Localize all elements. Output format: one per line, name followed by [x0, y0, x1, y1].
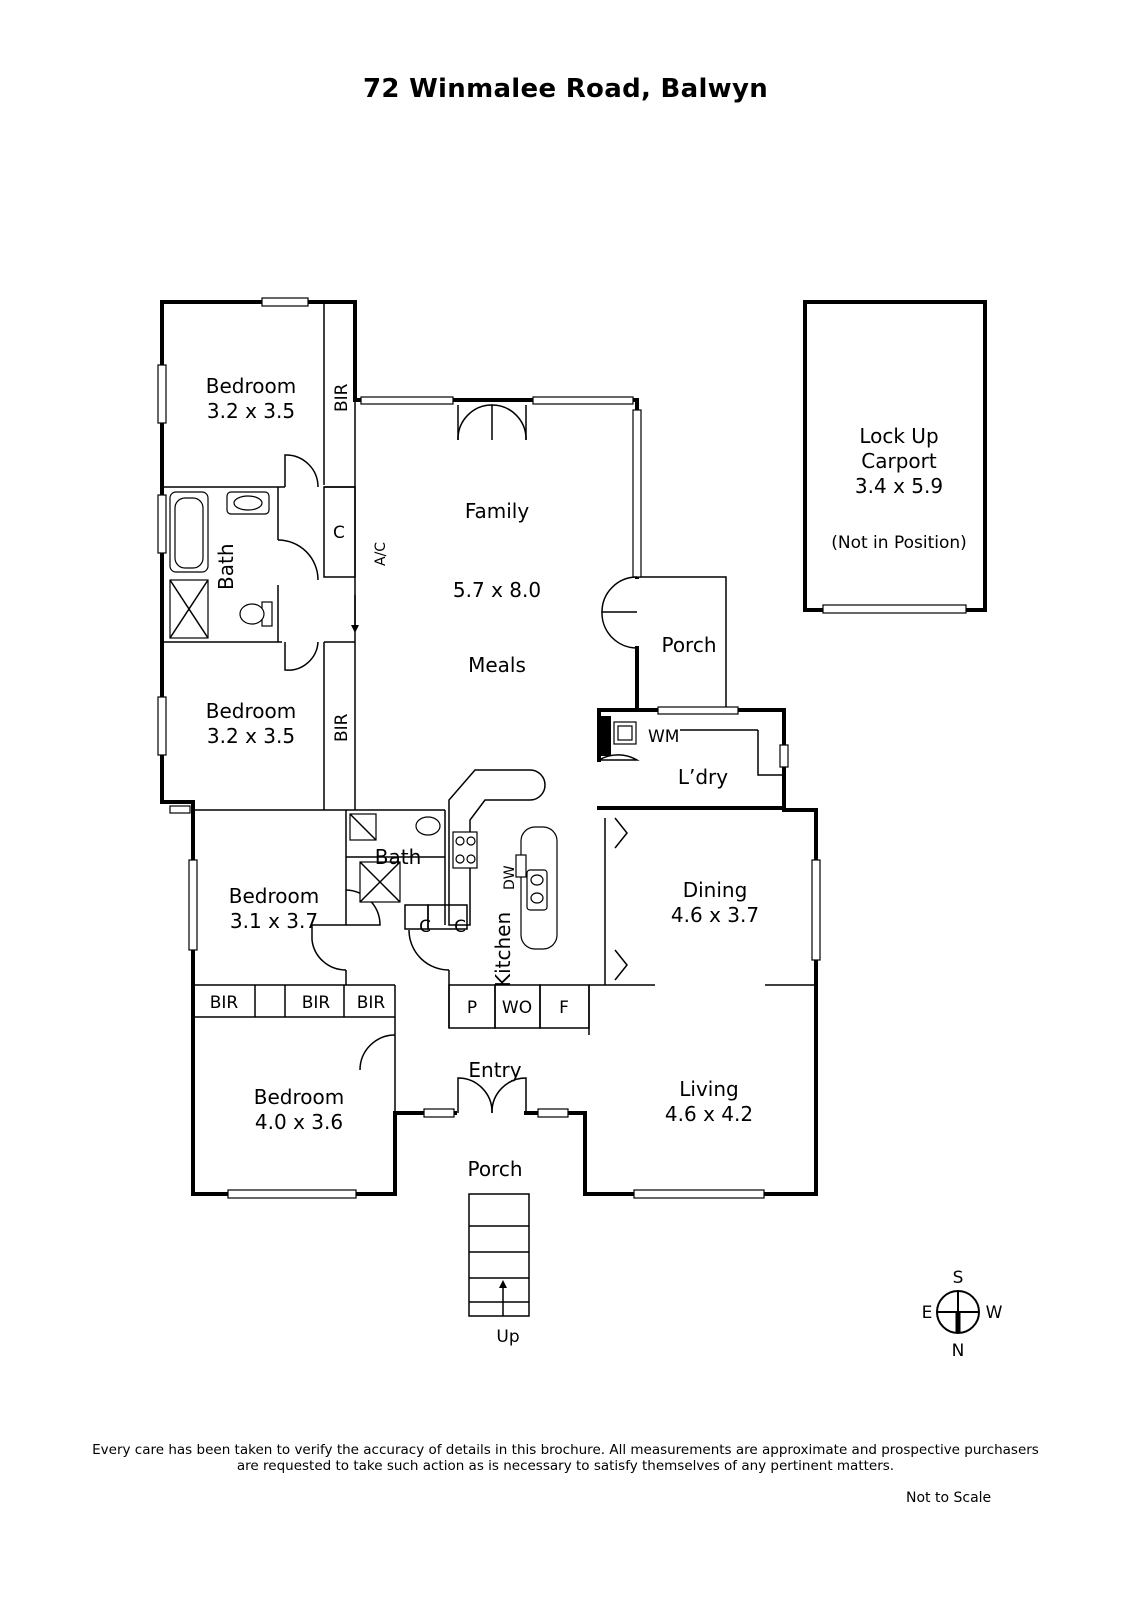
- carport-label-line1: Lock Up: [859, 424, 938, 448]
- dining-size: 4.6 x 3.7: [671, 903, 759, 927]
- bedroom3-size: 3.1 x 3.7: [230, 909, 318, 933]
- bir-label-1: BIR: [332, 383, 352, 412]
- aircon-label: A/C: [373, 542, 389, 566]
- dishwasher-label: DW: [502, 865, 518, 890]
- compass-east: E: [922, 1303, 933, 1323]
- cupboard-label-1: C: [333, 523, 345, 543]
- walk-in-robe-label: WO: [502, 998, 532, 1018]
- disclaimer-line-1: Every care has been taken to verify the …: [92, 1442, 1039, 1458]
- family-size: 5.7 x 8.0: [453, 578, 541, 602]
- room-labels: Bedroom 3.2 x 3.5 BIR Bath C A/C Bedroom…: [206, 374, 967, 1347]
- bedroom4-size: 4.0 x 3.6: [255, 1110, 343, 1134]
- disclaimer: Every care has been taken to verify the …: [0, 1442, 1131, 1474]
- scale-note: Not to Scale: [906, 1490, 992, 1506]
- carport-note: (Not in Position): [831, 533, 967, 553]
- bedroom1-size: 3.2 x 3.5: [207, 399, 295, 423]
- plan-title: 72 Winmalee Road, Balwyn: [362, 74, 769, 104]
- disclaimer-line-2: are requested to take such action as is …: [236, 1458, 895, 1474]
- porch-front-label: Porch: [467, 1157, 522, 1181]
- bedroom2-label: Bedroom: [206, 699, 296, 723]
- front-stairs: [468, 1193, 530, 1317]
- bath2-label: Bath: [375, 845, 422, 869]
- carport-door: [822, 604, 967, 614]
- compass: S N E W: [922, 1268, 1003, 1361]
- porch-side-label: Porch: [661, 633, 716, 657]
- kitchen-label: Kitchen: [491, 912, 515, 987]
- bir-label-3: BIR: [210, 993, 239, 1013]
- washing-machine-label: WM: [648, 727, 679, 747]
- entry-label: Entry: [468, 1058, 521, 1082]
- interior-walls: [162, 303, 816, 1194]
- bir-label-4: BIR: [302, 993, 331, 1013]
- cupboard-label-3: C: [454, 917, 466, 937]
- bir-label-5: BIR: [357, 993, 386, 1013]
- compass-south: S: [953, 1268, 964, 1288]
- bir-label-2: BIR: [332, 713, 352, 742]
- dining-label: Dining: [683, 878, 748, 902]
- cupboard-label-2: C: [419, 917, 431, 937]
- fridge-label: F: [559, 998, 569, 1018]
- stairs-label: Up: [496, 1327, 519, 1347]
- bath1-label: Bath: [214, 544, 238, 591]
- compass-north: N: [952, 1341, 965, 1361]
- doors: [277, 404, 640, 1114]
- laundry-label: L’dry: [678, 765, 728, 789]
- bedroom4-label: Bedroom: [254, 1085, 344, 1109]
- meals-label: Meals: [468, 653, 526, 677]
- laundry-trough: [601, 716, 611, 756]
- carport-label-line2: Carport: [861, 449, 937, 473]
- bedroom3-label: Bedroom: [229, 884, 319, 908]
- bedroom2-size: 3.2 x 3.5: [207, 724, 295, 748]
- living-label: Living: [679, 1077, 738, 1101]
- windows: [157, 297, 821, 1199]
- living-size: 4.6 x 4.2: [665, 1102, 753, 1126]
- fixtures: [169, 491, 637, 950]
- family-label: Family: [465, 499, 530, 523]
- carport-size: 3.4 x 5.9: [855, 474, 943, 498]
- bedroom1-label: Bedroom: [206, 374, 296, 398]
- pantry-label: P: [467, 998, 477, 1018]
- compass-west: W: [986, 1303, 1003, 1323]
